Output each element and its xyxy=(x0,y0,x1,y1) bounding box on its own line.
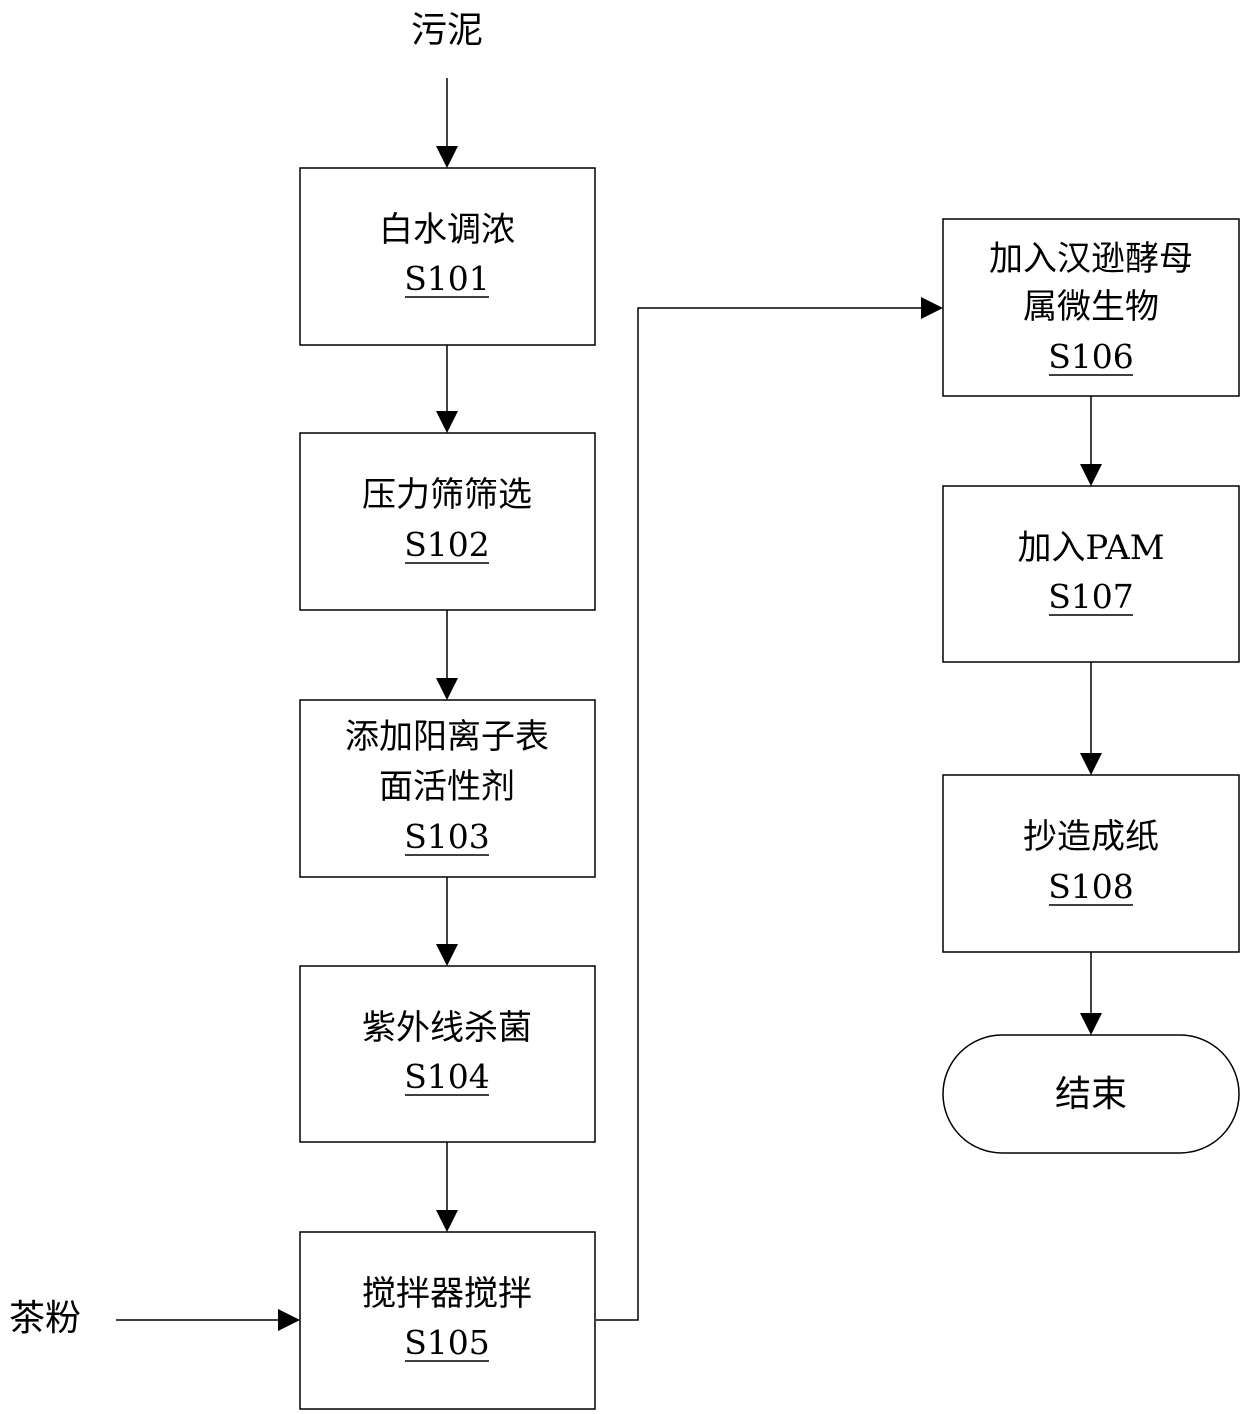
end-label: 结束 xyxy=(1055,1074,1127,1115)
step-label: 压力筛筛选 xyxy=(362,475,532,515)
step-box xyxy=(299,432,596,611)
step-label: 白水调浓 xyxy=(379,210,515,250)
step-s108: 抄造成纸 S108 xyxy=(942,774,1240,953)
step-code: S105 xyxy=(404,1323,490,1362)
step-label-line-2: 面活性剂 xyxy=(379,767,515,807)
arrow-s105-to-s106 xyxy=(596,307,921,1321)
arrowhead-icon xyxy=(1080,753,1102,775)
step-label: 抄造成纸 xyxy=(1023,817,1159,857)
step-box xyxy=(942,218,1240,397)
arrowhead-icon xyxy=(921,297,943,319)
input-label-sludge: 污泥 xyxy=(411,10,483,51)
step-box xyxy=(942,485,1240,663)
arrowhead-icon xyxy=(278,1309,300,1331)
step-box xyxy=(299,167,596,346)
arrowhead-icon xyxy=(1080,1013,1102,1035)
step-code: S106 xyxy=(1048,337,1134,376)
arrowhead-icon xyxy=(436,1210,458,1232)
step-box xyxy=(299,965,596,1143)
arrowhead-icon xyxy=(436,944,458,966)
end-terminator: 结束 xyxy=(942,1034,1240,1154)
step-label: 搅拌器搅拌 xyxy=(362,1274,532,1314)
step-label: 紫外线杀菌 xyxy=(362,1008,532,1048)
step-s107: 加入PAM S107 xyxy=(942,485,1240,663)
step-code: S108 xyxy=(1048,867,1134,906)
arrowhead-icon xyxy=(436,411,458,433)
step-box xyxy=(299,1231,596,1410)
step-label-line-1: 加入汉逊酵母 xyxy=(989,239,1193,279)
step-code: S102 xyxy=(404,525,490,564)
step-code: S103 xyxy=(404,817,490,856)
arrowhead-icon xyxy=(436,678,458,700)
step-label: 加入PAM xyxy=(1017,528,1164,568)
step-code: S104 xyxy=(404,1057,490,1096)
step-s103: 添加阳离子表 面活性剂 S103 xyxy=(299,699,596,878)
step-code: S107 xyxy=(1048,577,1134,616)
step-s105: 搅拌器搅拌 S105 xyxy=(299,1231,596,1410)
connectors xyxy=(116,78,1102,1331)
step-s102: 压力筛筛选 S102 xyxy=(299,432,596,611)
step-s101: 白水调浓 S101 xyxy=(299,167,596,346)
step-box xyxy=(299,699,596,878)
step-label-line-2: 属微生物 xyxy=(1023,287,1159,327)
step-s104: 紫外线杀菌 S104 xyxy=(299,965,596,1143)
step-box xyxy=(942,774,1240,953)
arrowhead-icon xyxy=(1080,464,1102,486)
input-label-tea-powder: 茶粉 xyxy=(9,1298,81,1339)
step-label-line-1: 添加阳离子表 xyxy=(345,717,549,757)
step-code: S101 xyxy=(404,259,490,298)
arrowhead-icon xyxy=(436,146,458,168)
step-s106: 加入汉逊酵母 属微生物 S106 xyxy=(942,218,1240,397)
end-shape xyxy=(942,1034,1240,1154)
